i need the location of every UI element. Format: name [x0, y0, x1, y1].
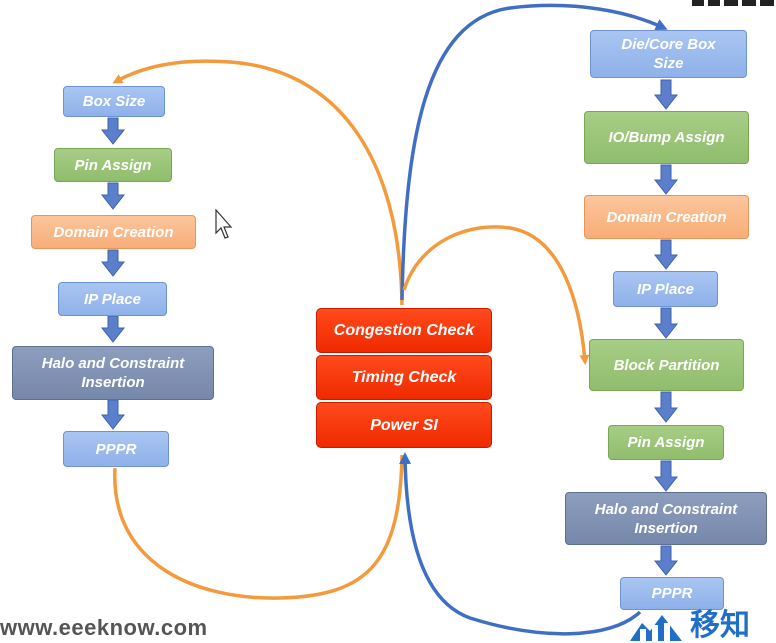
blue-arrow-to-right-die-core — [400, 3, 668, 301]
timing-check: Timing Check — [316, 355, 492, 400]
logo-text: 移知 — [690, 608, 750, 643]
website-watermark: www.eeeknow.com — [0, 615, 208, 640]
step-arrow — [653, 391, 679, 423]
step-arrow — [100, 117, 126, 145]
right-ip-place: IP Place — [613, 271, 718, 307]
right-domain-creation: Domain Creation — [584, 195, 749, 239]
corner-text-fragment — [692, 0, 774, 6]
right-block-partition: Block Partition — [589, 339, 744, 391]
right-pppr: PPPR — [620, 577, 724, 610]
orange-arrow-to-block-partition — [402, 225, 590, 365]
step-arrow — [100, 399, 126, 430]
power-si: Power SI — [316, 402, 492, 448]
step-arrow — [653, 79, 679, 110]
right-step-arrows — [653, 79, 679, 576]
mouse-cursor-icon — [215, 209, 233, 239]
step-arrow — [653, 460, 679, 492]
left-box-size: Box Size — [63, 86, 165, 117]
right-halo-constraint: Halo and Constraint Insertion — [565, 492, 767, 545]
left-step-arrows — [100, 117, 126, 430]
orange-arrow-to-left-box-size — [112, 59, 404, 306]
left-domain-creation: Domain Creation — [31, 215, 196, 249]
step-arrow — [653, 545, 679, 576]
right-die-core-box-size: Die/Core Box Size — [590, 30, 747, 78]
left-pppr: PPPR — [63, 431, 169, 467]
right-pin-assign: Pin Assign — [608, 425, 724, 460]
right-io-bump-assign: IO/Bump Assign — [584, 111, 749, 164]
step-arrow — [653, 307, 679, 339]
orange-arrow-from-left-pppr — [113, 454, 404, 600]
step-arrow — [100, 315, 126, 343]
step-arrow — [100, 182, 126, 210]
step-arrow — [100, 249, 126, 277]
step-arrow — [653, 239, 679, 270]
eeeknow-logo-icon — [630, 615, 682, 641]
eeeknow-logo: 移知 — [628, 603, 750, 643]
left-pin-assign: Pin Assign — [54, 148, 172, 182]
left-ip-place: IP Place — [58, 282, 167, 316]
congestion-check: Congestion Check — [316, 308, 492, 353]
left-halo-constraint: Halo and Constraint Insertion — [12, 346, 214, 400]
blue-arrow-from-right-pppr — [399, 452, 642, 636]
step-arrow — [653, 164, 679, 195]
